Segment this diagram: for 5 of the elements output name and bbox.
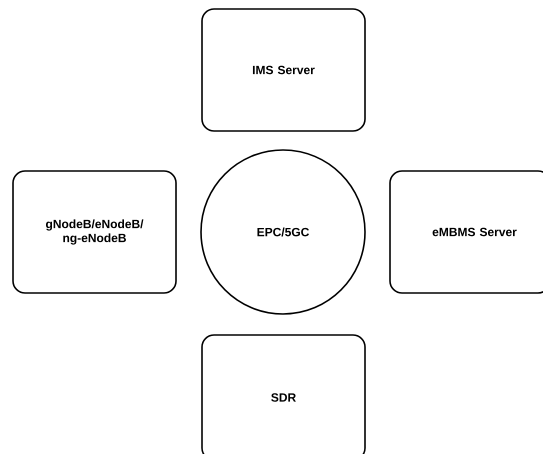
rounded-box: eMBMS Server (389, 170, 543, 294)
rounded-box: gNodeB/eNodeB/ ng-eNodeB (12, 170, 177, 294)
rounded-box: SDR (201, 334, 366, 454)
circle-node: EPC/5GC (200, 149, 366, 315)
rounded-box: IMS Server (201, 8, 366, 132)
